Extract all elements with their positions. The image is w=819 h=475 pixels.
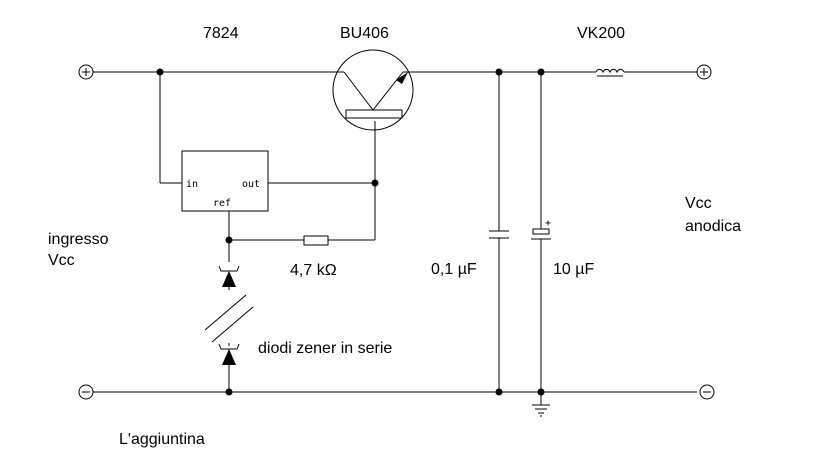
regulator-pin-ref: ref <box>213 198 231 209</box>
label-transistor: BU406 <box>340 25 389 42</box>
label-inductor: VK200 <box>577 25 625 42</box>
label-output-line1: Vcc <box>685 195 712 212</box>
label-cap-electrolytic: 10 µF <box>553 261 594 278</box>
junctions <box>156 68 545 396</box>
output-positive-terminal <box>696 64 712 80</box>
transistor-bu406 <box>332 49 414 131</box>
emitter-arrow-icon <box>396 72 408 84</box>
regulator-pin-in: in <box>186 179 198 190</box>
inductor-vk200 <box>595 68 625 77</box>
resistor-4k7 <box>303 235 329 246</box>
regulator-7824: in out ref <box>159 72 269 212</box>
capacitor-10uf: + <box>531 72 551 405</box>
label-input-line1: ingresso <box>48 231 109 248</box>
capacitor-0-1uf <box>489 72 509 392</box>
regulator-pin-out: out <box>242 179 260 190</box>
input-negative-terminal <box>78 384 94 400</box>
label-zener: diodi zener in serie <box>258 340 392 357</box>
input-positive-terminal <box>78 64 94 80</box>
label-output-line2: anodica <box>685 218 741 235</box>
ground-icon <box>532 404 550 417</box>
zener-diode-1-icon <box>222 271 236 287</box>
capacitor-polarity-mark: + <box>545 218 551 229</box>
output-negative-terminal <box>699 384 715 400</box>
label-caption: L'aggiuntina <box>119 431 205 448</box>
label-input-line2: Vcc <box>48 252 75 269</box>
label-regulator: 7824 <box>203 25 239 42</box>
zener-diodes <box>204 240 254 392</box>
zener-diode-2-icon <box>222 349 236 365</box>
label-resistor: 4,7 kΩ <box>290 262 337 279</box>
label-cap-small: 0,1 µF <box>431 261 477 278</box>
